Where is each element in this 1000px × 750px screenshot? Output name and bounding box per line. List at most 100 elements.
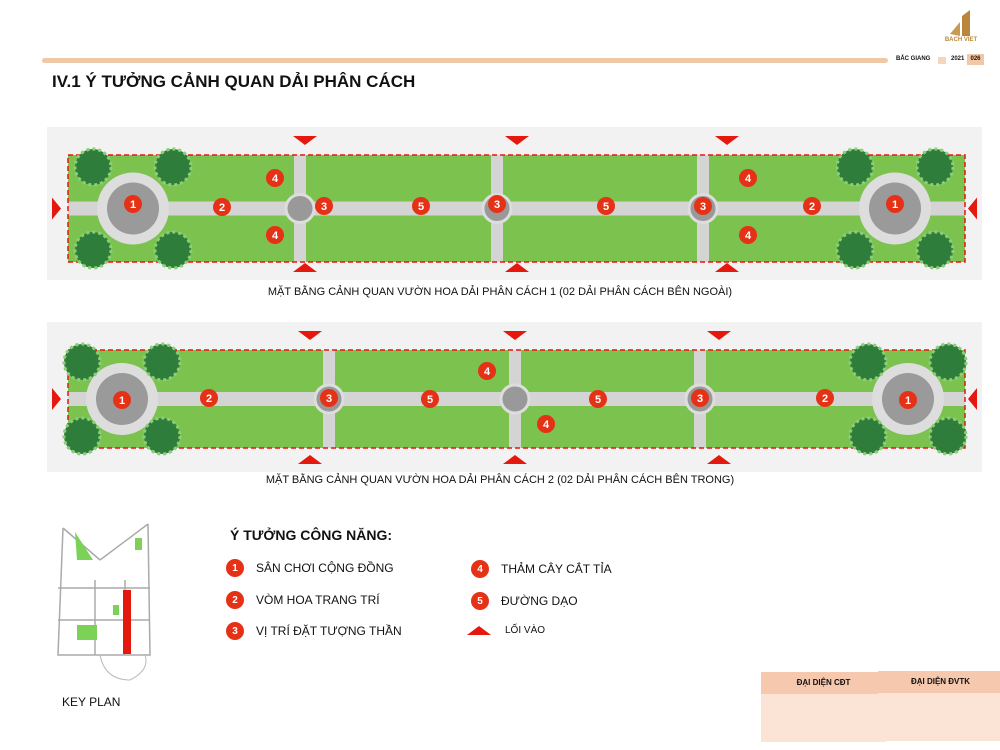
key-plan-map [57, 523, 151, 681]
marker-number: 4 [745, 173, 752, 185]
legend-heading: Ý TƯỞNG CÔNG NĂNG: [230, 527, 392, 543]
marker-badge [320, 389, 338, 407]
entrance-arrow-icon [298, 331, 322, 340]
marker-number: 1 [119, 395, 125, 407]
entrance-arrow-icon [503, 455, 527, 464]
marker-badge [113, 391, 131, 409]
central-walkway [68, 201, 965, 216]
legend-item-5: 5 ĐƯỜNG DẠO [471, 592, 578, 610]
page-title: IV.1 Ý TƯỞNG CẢNH QUAN DẢI PHÂN CÁCH [52, 72, 416, 91]
marker-badge [886, 195, 904, 213]
marker-number: 5 [603, 201, 609, 213]
marker-number: 2 [809, 201, 815, 213]
legend-label: VÒM HOA TRANG TRÍ [256, 593, 380, 607]
marker-number: 2 [219, 202, 225, 214]
entrance-arrow-icon [715, 136, 739, 145]
entrance-triangle-icon [467, 626, 491, 635]
tree-icon [835, 147, 875, 187]
marker-badge [315, 197, 333, 215]
entrance-arrow-icon [503, 331, 527, 340]
marker-number: 3 [697, 393, 703, 405]
entrance-arrow-icon [707, 331, 731, 340]
marker-badge [478, 362, 496, 380]
tree-icon [142, 342, 182, 382]
statue-plaza [499, 383, 531, 415]
marker-number: 3 [321, 201, 327, 213]
marker-badge [739, 226, 757, 244]
marker-number: 4 [745, 230, 752, 242]
marker-badge: 2 [226, 591, 244, 609]
marker-badge [266, 169, 284, 187]
signature-box-owner: ĐẠI DIỆN CĐT [761, 672, 886, 742]
legend-item-2: 2 VÒM HOA TRANG TRÍ [226, 591, 380, 609]
marker-badge [899, 391, 917, 409]
marker-badge [537, 415, 555, 433]
marker-number: 1 [130, 199, 136, 211]
legend-label: THẢM CÂY CẮT TỈA [501, 562, 612, 576]
tree-icon [928, 416, 968, 456]
key-plan-label: KEY PLAN [62, 695, 121, 709]
entrance-arrow-icon [298, 455, 322, 464]
tree-icon [62, 342, 102, 382]
tree-icon [928, 342, 968, 382]
marker-number: 4 [272, 230, 279, 242]
marker-number: 3 [700, 201, 706, 213]
tree-icon [848, 416, 888, 456]
marker-number: 3 [494, 199, 500, 211]
entrance-arrow-icon [505, 136, 529, 145]
entrance-arrow-icon [715, 263, 739, 272]
legend-item-entrance: LỐI VÀO [467, 625, 545, 636]
marker-number: 4 [543, 419, 550, 431]
legend-item-3: 3 VỊ TRÍ ĐẶT TƯỢNG THẦN [226, 622, 402, 640]
legend-label: VỊ TRÍ ĐẶT TƯỢNG THẦN [256, 624, 402, 638]
entrance-arrow-icon [293, 136, 317, 145]
tree-icon [62, 416, 102, 456]
marker-badge: 3 [226, 622, 244, 640]
legend-label: SÂN CHƠI CỘNG ĐỒNG [256, 561, 394, 575]
entrance-arrow-icon [968, 197, 977, 220]
marker-badge [589, 390, 607, 408]
legend-label: ĐƯỜNG DẠO [501, 594, 578, 608]
marker-number: 1 [905, 395, 911, 407]
legend-label: LỐI VÀO [505, 625, 546, 636]
entrance-arrow-icon [505, 263, 529, 272]
statue-plaza [284, 193, 316, 224]
tree-icon [153, 230, 193, 270]
marker-badge [803, 197, 821, 215]
entrance-arrow-icon [52, 197, 61, 220]
location-swatch [938, 57, 946, 64]
plan-1-caption: MẶT BẰNG CẢNH QUAN VƯỜN HOA DẢI PHÂN CÁC… [267, 286, 733, 298]
marker-number: 4 [272, 173, 279, 185]
plan-2-caption: MẶT BẰNG CẢNH QUAN VƯỜN HOA DẢI PHÂN CÁC… [265, 474, 735, 486]
marker-badge [816, 389, 834, 407]
location: BẮC GIANG [896, 56, 931, 62]
page-number: 026 [967, 54, 984, 65]
boundary-line [67, 349, 966, 449]
marker-number: 2 [822, 393, 828, 405]
marker-badge [412, 197, 430, 215]
marker-badge [597, 197, 615, 215]
year: 2021 [951, 56, 965, 62]
header-rule [42, 58, 888, 63]
signature-box-designer: ĐẠI DIỆN ĐVTK [878, 671, 1000, 741]
marker-badge [739, 169, 757, 187]
tree-icon [153, 147, 193, 187]
marker-number: 3 [326, 393, 332, 405]
entrance-arrow-icon [293, 263, 317, 272]
marker-badge [488, 195, 506, 213]
marker-badge [213, 198, 231, 216]
signature-heading: ĐẠI DIỆN CĐT [761, 672, 886, 694]
marker-badge: 5 [471, 592, 489, 610]
tree-icon [73, 147, 113, 187]
marker-number: 2 [206, 393, 212, 405]
brand-name: BACH VIET [944, 37, 978, 43]
entrance-arrow-icon [707, 455, 731, 464]
signature-heading: ĐẠI DIỆN ĐVTK [878, 671, 1000, 693]
tree-icon [848, 342, 888, 382]
tree-icon [915, 230, 955, 270]
marker-badge [691, 389, 709, 407]
